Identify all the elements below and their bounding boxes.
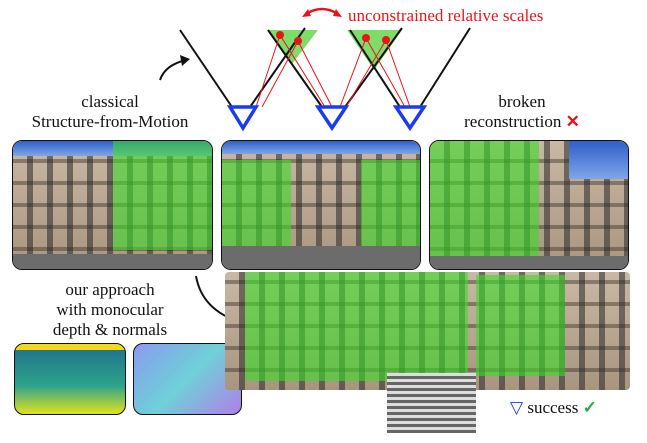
normal-map	[133, 343, 242, 415]
camera-icons	[226, 105, 428, 132]
unconstrained-label: unconstrained relative scales	[348, 6, 544, 25]
camera-icon: ▽	[510, 398, 524, 417]
classical-label-2: Structure-from-Motion	[31, 112, 189, 131]
depth-map	[14, 343, 126, 415]
sfm-diagram	[159, 7, 471, 132]
approach-label-3: depth & normals	[52, 320, 168, 339]
broken-label-1: broken	[498, 92, 546, 111]
approach-label-2: with monocular	[56, 300, 164, 319]
frustum-overlap-2	[347, 30, 402, 70]
cross-icon: ✕	[565, 112, 580, 131]
point-cloud-reconstruction	[225, 272, 630, 440]
success-label: success	[527, 398, 579, 417]
check-icon: ✓	[582, 398, 597, 417]
double-arrow-icon	[305, 7, 339, 16]
image-view-3	[429, 140, 629, 270]
classical-label-1: classical	[81, 92, 139, 111]
image-view-1	[12, 140, 213, 270]
image-view-2	[221, 140, 421, 270]
broken-label-2: reconstruction	[464, 112, 562, 131]
approach-label-1: our approach	[65, 280, 155, 299]
